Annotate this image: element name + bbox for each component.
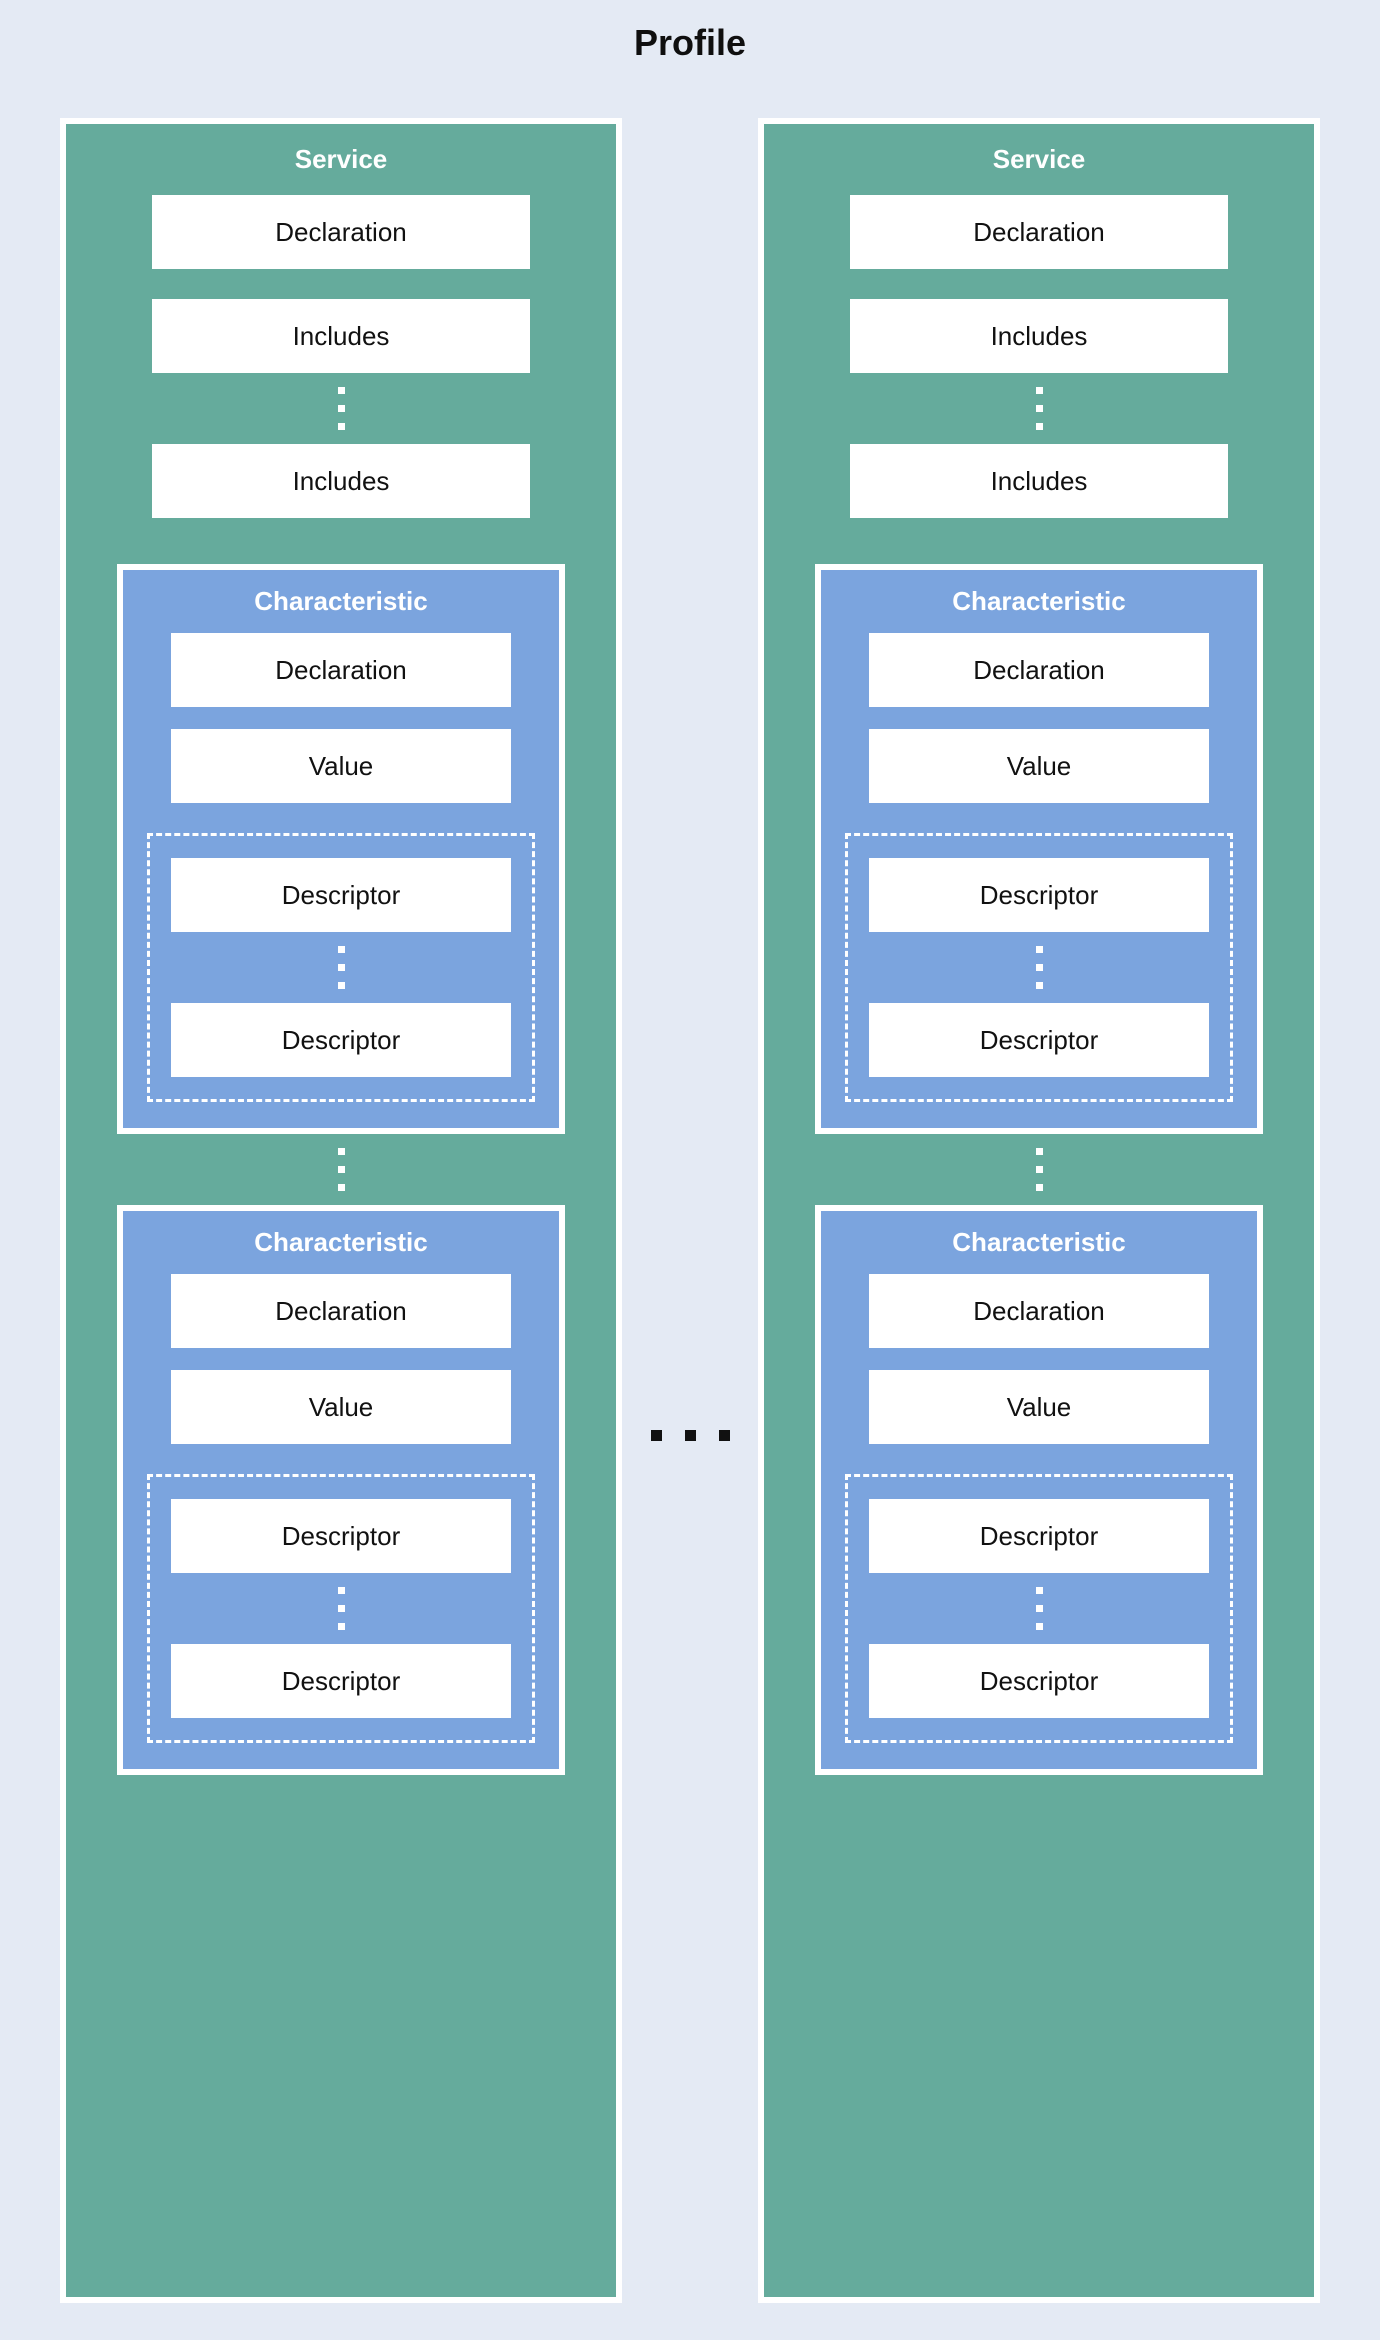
service-includes-box-1: Includes	[850, 444, 1228, 518]
ellipsis-dot	[337, 946, 345, 953]
characteristic-value-box: Value	[869, 1370, 1209, 1444]
service-declaration-box: Declaration	[152, 195, 530, 269]
service-includes-ellipsis	[1035, 373, 1043, 444]
ellipsis-dot	[1035, 387, 1043, 394]
characteristic-title: Characteristic	[952, 1227, 1126, 1257]
descriptor-ellipsis	[1035, 932, 1043, 1003]
characteristic-value-box: Value	[171, 729, 511, 803]
characteristic-1: Characteristic Declaration Value Descrip…	[815, 1205, 1263, 1775]
ellipsis-dot	[1035, 1184, 1043, 1191]
ellipsis-dot	[650, 1430, 662, 1441]
characteristic-title: Characteristic	[254, 1227, 428, 1257]
descriptor-box-1: Descriptor	[869, 1644, 1209, 1718]
ellipsis-dot	[337, 1166, 345, 1173]
descriptor-box-0: Descriptor	[869, 858, 1209, 932]
service-columns: Service Declaration Includes Includes Ch…	[60, 118, 1320, 2303]
descriptor-box-1: Descriptor	[171, 1644, 511, 1718]
ellipsis-dot	[1035, 405, 1043, 412]
ellipsis-dot	[337, 1623, 345, 1630]
characteristic-value-box: Value	[869, 729, 1209, 803]
column-separator-ellipsis	[0, 1430, 1380, 1441]
descriptor-box-1: Descriptor	[869, 1003, 1209, 1077]
service-includes-box-0: Includes	[152, 299, 530, 373]
ellipsis-dot	[337, 423, 345, 430]
descriptor-group: Descriptor Descriptor	[845, 833, 1233, 1102]
ellipsis-dot	[337, 982, 345, 989]
characteristics-ellipsis	[337, 1134, 345, 1205]
ellipsis-dot	[1035, 1148, 1043, 1155]
ellipsis-dot	[337, 405, 345, 412]
characteristic-0: Characteristic Declaration Value Descrip…	[815, 564, 1263, 1134]
service-includes-ellipsis	[337, 373, 345, 444]
characteristic-declaration-box: Declaration	[171, 1274, 511, 1348]
ellipsis-dot	[1035, 1166, 1043, 1173]
ellipsis-dot	[1035, 1605, 1043, 1612]
service-declaration-box: Declaration	[850, 195, 1228, 269]
service-column-1: Service Declaration Includes Includes Ch…	[758, 118, 1320, 2303]
service-includes-box-1: Includes	[152, 444, 530, 518]
descriptor-ellipsis	[1035, 1573, 1043, 1644]
ellipsis-dot	[1035, 946, 1043, 953]
ellipsis-dot	[684, 1430, 696, 1441]
descriptor-ellipsis	[337, 932, 345, 1003]
descriptor-box-0: Descriptor	[171, 858, 511, 932]
service-includes-box-0: Includes	[850, 299, 1228, 373]
ellipsis-dot	[337, 1148, 345, 1155]
service-title: Service	[992, 144, 1086, 174]
characteristic-title: Characteristic	[254, 586, 428, 616]
characteristic-declaration-box: Declaration	[869, 1274, 1209, 1348]
ellipsis-dot	[337, 1605, 345, 1612]
descriptor-box-0: Descriptor	[869, 1499, 1209, 1573]
ellipsis-dot	[337, 387, 345, 394]
ellipsis-dot	[1035, 423, 1043, 430]
characteristic-declaration-box: Declaration	[171, 633, 511, 707]
ellipsis-dot	[337, 964, 345, 971]
ellipsis-dot	[1035, 1623, 1043, 1630]
ellipsis-dot	[337, 1587, 345, 1594]
ellipsis-dot	[1035, 964, 1043, 971]
characteristic-title: Characteristic	[952, 586, 1126, 616]
characteristics-ellipsis	[1035, 1134, 1043, 1205]
descriptor-box-0: Descriptor	[171, 1499, 511, 1573]
service-title: Service	[294, 144, 388, 174]
ellipsis-dot	[1035, 1587, 1043, 1594]
page-title: Profile	[633, 22, 747, 63]
service-column-0: Service Declaration Includes Includes Ch…	[60, 118, 622, 2303]
characteristic-declaration-box: Declaration	[869, 633, 1209, 707]
ellipsis-dot	[1035, 982, 1043, 989]
descriptor-group: Descriptor Descriptor	[147, 833, 535, 1102]
ellipsis-dot	[337, 1184, 345, 1191]
characteristic-0: Characteristic Declaration Value Descrip…	[117, 564, 565, 1134]
descriptor-box-1: Descriptor	[171, 1003, 511, 1077]
descriptor-group: Descriptor Descriptor	[845, 1474, 1233, 1743]
ellipsis-dot	[718, 1430, 730, 1441]
descriptor-ellipsis	[337, 1573, 345, 1644]
characteristic-value-box: Value	[171, 1370, 511, 1444]
characteristic-1: Characteristic Declaration Value Descrip…	[117, 1205, 565, 1775]
descriptor-group: Descriptor Descriptor	[147, 1474, 535, 1743]
